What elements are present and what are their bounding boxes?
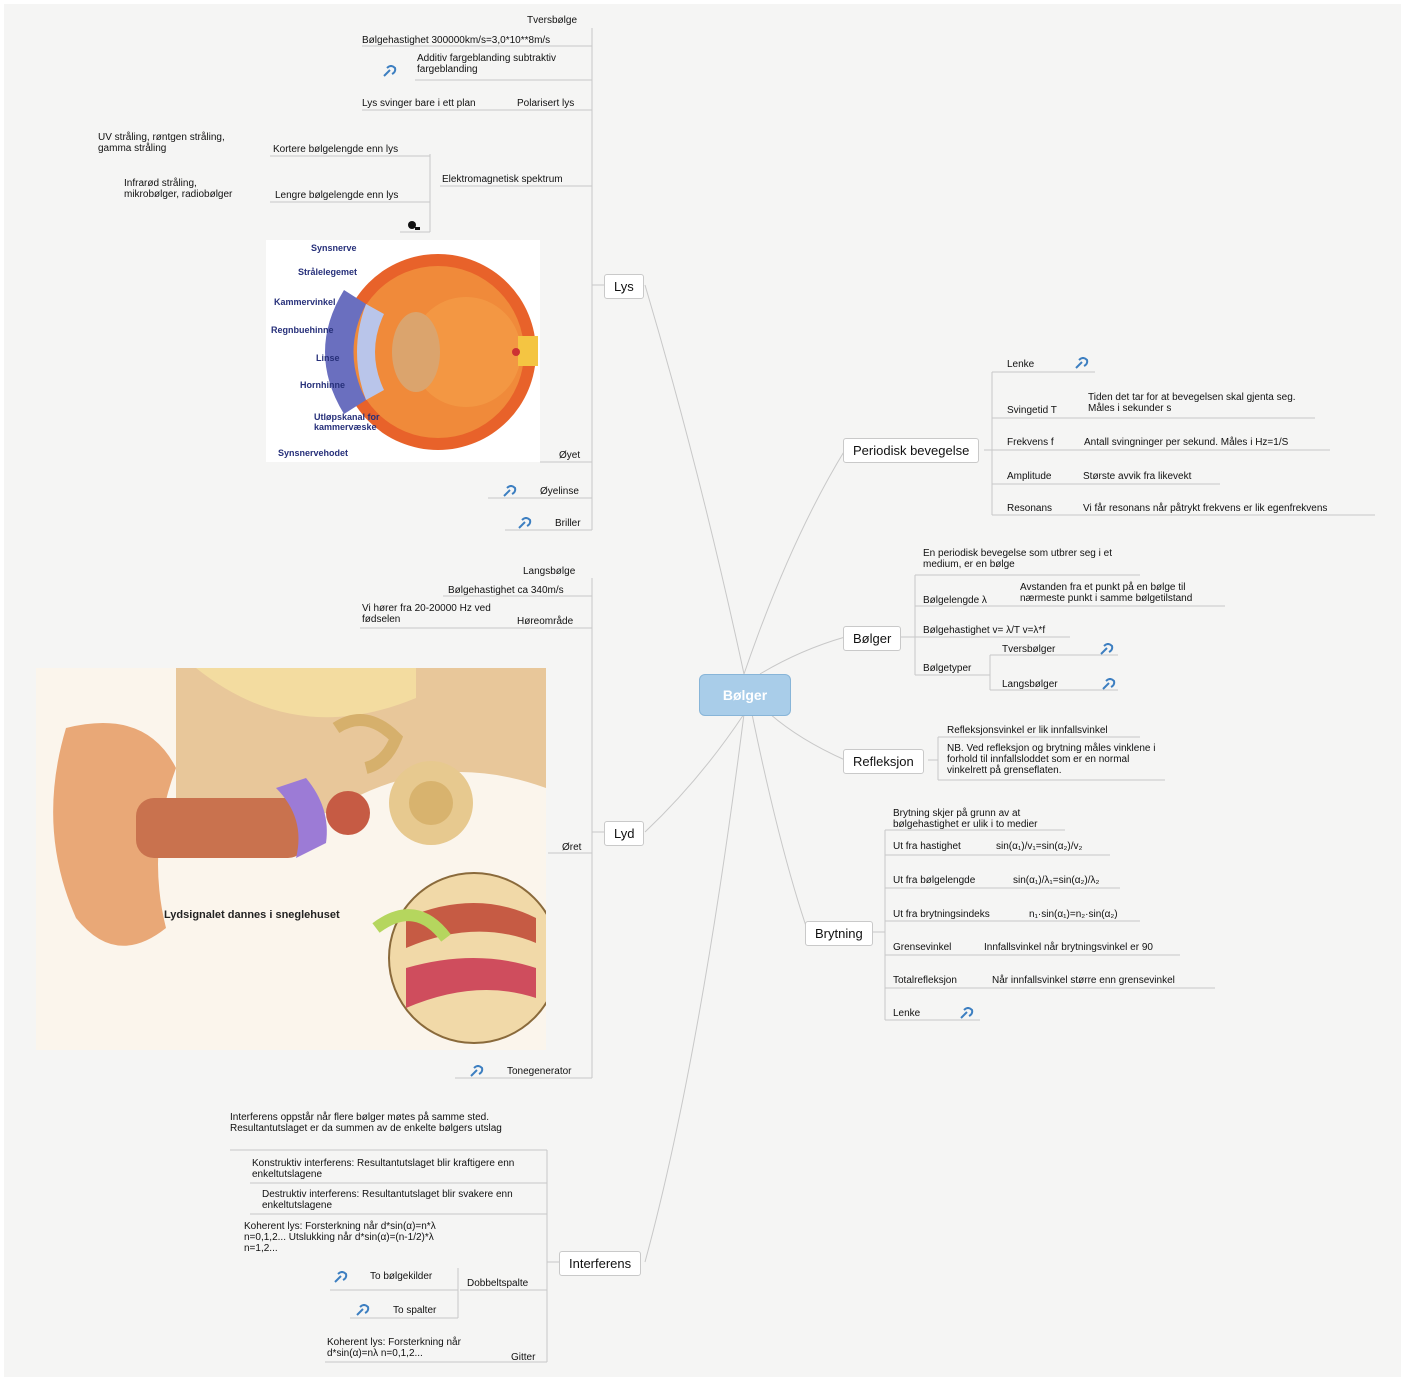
lys-polar-desc: Lys svinger bare i ett plan xyxy=(362,98,476,109)
root-label: Bølger xyxy=(723,687,767,703)
interferens-to-bolgekilder[interactable]: To bølgekilder xyxy=(370,1271,432,1282)
brytning-bolgelengde-formel: sin(α₁)/λ₁=sin(α₂)/λ₂ xyxy=(1013,875,1099,886)
link-icon[interactable] xyxy=(383,64,397,76)
node-refleksjon[interactable]: Refleksjon xyxy=(843,749,924,774)
interferens-dobbeltspalte[interactable]: Dobbeltspalte xyxy=(467,1278,528,1289)
lys-kortere[interactable]: Kortere bølgelengde enn lys xyxy=(273,144,398,155)
refleksjon-regel[interactable]: Refleksjonsvinkel er lik innfallsvinkel xyxy=(947,725,1108,736)
bolger-label: Bølger xyxy=(853,631,891,646)
periodisk-frekvens-desc: Antall svingninger per sekund. Måles i H… xyxy=(1084,437,1288,448)
eye-label-linse: Linse xyxy=(316,353,340,364)
interferens-intro[interactable]: Interferens oppstår når flere bølger møt… xyxy=(230,1112,535,1134)
bolger-definisjon[interactable]: En periodisk bevegelse som utbrer seg i … xyxy=(923,548,1138,570)
periodisk-label: Periodisk bevegelse xyxy=(853,443,969,458)
brytning-label: Brytning xyxy=(815,926,863,941)
bolger-langsbolger[interactable]: Langsbølger xyxy=(1002,679,1058,690)
brytning-intro[interactable]: Brytning skjer på grunn av at bølgehasti… xyxy=(893,808,1063,830)
bolger-hastighet[interactable]: Bølgehastighet v= λ/T v=λ*f xyxy=(923,625,1045,636)
node-lyd[interactable]: Lyd xyxy=(604,821,644,846)
lys-lengre[interactable]: Lengre bølgelengde enn lys xyxy=(275,190,398,201)
eye-diagram: Synsnerve Strålelegemet Kammervinkel Reg… xyxy=(266,240,540,462)
link-icon[interactable] xyxy=(1075,356,1089,368)
lys-elektromagnetisk[interactable]: Elektromagnetisk spektrum xyxy=(442,174,563,185)
interferens-koherent-gitter[interactable]: Koherent lys: Forsterkning når d*sin(α)=… xyxy=(327,1337,467,1359)
ear-diagram: Lydsignalet dannes i sneglehuset xyxy=(36,668,546,1050)
lys-oyet[interactable]: Øyet xyxy=(559,450,580,461)
brytning-hastighet-formel: sin(α₁)/v₁=sin(α₂)/v₂ xyxy=(996,841,1082,852)
lyd-oret[interactable]: Øret xyxy=(562,842,581,853)
ear-title: Lydsignalet dannes i sneglehuset xyxy=(164,910,340,921)
periodisk-amplitude-desc: Største avvik fra likevekt xyxy=(1083,471,1191,482)
lys-hastighet[interactable]: Bølgehastighet 300000km/s=3,0*10**8m/s xyxy=(362,35,550,46)
lys-label: Lys xyxy=(614,279,634,294)
link-icon[interactable] xyxy=(960,1006,974,1018)
refleksjon-label: Refleksjon xyxy=(853,754,914,769)
bolger-bolgetyper[interactable]: Bølgetyper xyxy=(923,663,971,674)
lyd-langsbolge[interactable]: Langsbølge xyxy=(523,566,575,577)
brytning-grensevinkel-desc: Innfallsvinkel når brytningsvinkel er 90 xyxy=(984,942,1153,953)
node-lys[interactable]: Lys xyxy=(604,274,644,299)
periodisk-resonans[interactable]: Resonans xyxy=(1007,503,1052,514)
node-bolger[interactable]: Bølger xyxy=(843,626,901,651)
attachment-icon[interactable] xyxy=(407,218,421,230)
periodisk-lenke[interactable]: Lenke xyxy=(1007,359,1034,370)
bolger-bolgelengde-desc: Avstanden fra et punkt på en bølge til n… xyxy=(1020,582,1220,604)
eye-label-synsnerve: Synsnerve xyxy=(311,243,357,254)
eye-label-synsnervehodet: Synsnervehodet xyxy=(278,448,348,459)
link-icon[interactable] xyxy=(518,516,532,528)
eye-label-hornhinne: Hornhinne xyxy=(300,380,345,391)
lyd-label: Lyd xyxy=(614,826,634,841)
lyd-horer-desc: Vi hører fra 20-20000 Hz ved fødselen xyxy=(362,603,502,625)
periodisk-resonans-desc: Vi får resonans når påtrykt frekvens er … xyxy=(1083,503,1327,514)
lys-polarisert[interactable]: Polarisert lys xyxy=(517,98,574,109)
refleksjon-nb[interactable]: NB. Ved refleksjon og brytning måles vin… xyxy=(947,743,1159,776)
node-periodisk-bevegelse[interactable]: Periodisk bevegelse xyxy=(843,438,979,463)
lyd-hastighet[interactable]: Bølgehastighet ca 340m/s xyxy=(448,585,564,596)
brytning-grensevinkel[interactable]: Grensevinkel xyxy=(893,942,951,953)
link-icon[interactable] xyxy=(503,484,517,496)
bolger-bolgelengde[interactable]: Bølgelengde λ xyxy=(923,595,987,606)
lys-briller[interactable]: Briller xyxy=(555,518,581,529)
brytning-bolgelengde[interactable]: Ut fra bølgelengde xyxy=(893,875,975,886)
lyd-horeomrade[interactable]: Høreområde xyxy=(517,616,573,627)
brytning-indeks-formel: n₁·sin(α₁)=n₂·sin(α₂) xyxy=(1029,909,1118,920)
lys-tversbolge[interactable]: Tversbølge xyxy=(527,15,577,26)
node-brytning[interactable]: Brytning xyxy=(805,921,873,946)
eye-label-kammervinkel: Kammervinkel xyxy=(274,297,336,308)
interferens-to-spalter[interactable]: To spalter xyxy=(393,1305,436,1316)
brytning-totalrefleksjon[interactable]: Totalrefleksjon xyxy=(893,975,957,986)
brytning-totalrefleksjon-desc: Når innfallsvinkel større enn grensevink… xyxy=(992,975,1175,986)
interferens-koherent-dobbelt[interactable]: Koherent lys: Forsterkning når d*sin(α)=… xyxy=(244,1221,454,1254)
periodisk-amplitude[interactable]: Amplitude xyxy=(1007,471,1051,482)
lys-oyelinse[interactable]: Øyelinse xyxy=(540,486,579,497)
periodisk-frekvens[interactable]: Frekvens f xyxy=(1007,437,1054,448)
eye-label-straalelegemet: Strålelegemet xyxy=(298,267,357,278)
node-interferens[interactable]: Interferens xyxy=(559,1251,641,1276)
bolger-tversbolger[interactable]: Tversbølger xyxy=(1002,644,1055,655)
brytning-hastighet[interactable]: Ut fra hastighet xyxy=(893,841,961,852)
interferens-destruktiv[interactable]: Destruktiv interferens: Resultantutslage… xyxy=(262,1189,537,1211)
interferens-gitter[interactable]: Gitter xyxy=(511,1352,535,1363)
link-icon[interactable] xyxy=(356,1303,370,1315)
brytning-lenke[interactable]: Lenke xyxy=(893,1008,920,1019)
eye-label-regnbuehinne: Regnbuehinne xyxy=(271,325,334,336)
interferens-label: Interferens xyxy=(569,1256,631,1271)
lyd-tonegenerator[interactable]: Tonegenerator xyxy=(507,1066,572,1077)
periodisk-svingetid[interactable]: Svingetid T xyxy=(1007,405,1057,416)
root-node[interactable]: Bølger xyxy=(699,674,791,716)
eye-label-utlopskanal: Utløpskanal for kammervæske xyxy=(314,412,394,432)
link-icon[interactable] xyxy=(1102,677,1116,689)
interferens-konstruktiv[interactable]: Konstruktiv interferens: Resultantutslag… xyxy=(252,1158,537,1180)
link-icon[interactable] xyxy=(1100,642,1114,654)
lys-kort-desc: UV stråling, røntgen stråling, gamma str… xyxy=(98,132,248,154)
lys-fargeblanding[interactable]: Additiv fargeblanding subtraktiv fargebl… xyxy=(417,53,587,75)
link-icon[interactable] xyxy=(334,1270,348,1282)
link-icon[interactable] xyxy=(470,1064,484,1076)
lys-lang-desc: Infrarød stråling, mikrobølger, radiobøl… xyxy=(124,178,254,200)
brytning-indeks[interactable]: Ut fra brytningsindeks xyxy=(893,909,990,920)
periodisk-svingetid-desc: Tiden det tar for at bevegelsen skal gje… xyxy=(1088,392,1308,414)
